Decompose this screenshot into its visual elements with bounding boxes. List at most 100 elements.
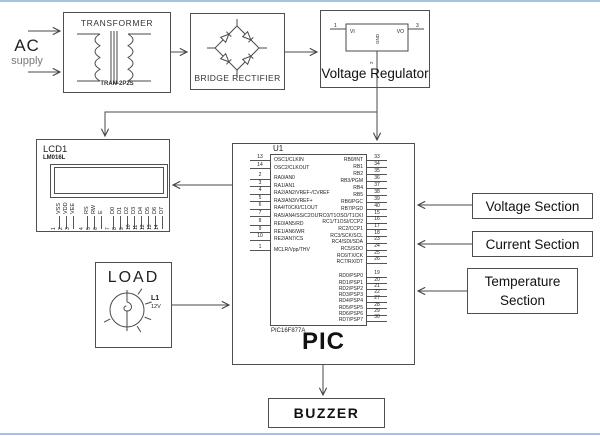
lcd-pin-label: D6 [152, 206, 158, 214]
pic-pin-number: 3 [258, 179, 262, 186]
pic-pin-label: RB4 [353, 184, 363, 191]
chip-part-number: PIC16F877A [271, 328, 306, 334]
pic-pin-number: 35 [374, 167, 380, 174]
pic-pin-number: 36 [374, 174, 380, 181]
lcd-pin-number: 8 [112, 227, 118, 230]
lcd-pin-label: E [98, 210, 104, 214]
pic-pin-stub [367, 229, 387, 231]
pic-pin-stub [367, 320, 387, 322]
pic-pin-label: RB7/PGD [341, 205, 363, 212]
lcd-pin-number: 14 [154, 224, 160, 230]
load-title: LOAD [107, 269, 160, 286]
pic-pin-label: RD0/PSP0 [338, 273, 363, 280]
lcd-pin-label: RW [91, 204, 97, 214]
wire-regulator-to-lcd [105, 88, 378, 136]
pic-pin-label: RD5/PSP5 [338, 304, 363, 311]
pic-pin-number: 10 [257, 233, 263, 239]
pic-pin-stub [250, 208, 270, 210]
buzzer-block: BUZZER [268, 398, 385, 428]
pic-pin-stub [367, 216, 387, 217]
pic-pin-label: RA5/AN4/SS/C2OUT [274, 212, 322, 219]
pic-pin-number: 8 [258, 218, 262, 224]
lcd-pin-label: D4 [138, 206, 144, 214]
bridge-rectifier-block: BRIDGE RECTIFIER [190, 13, 285, 90]
voltage-regulator-label: Voltage Regulator [321, 66, 429, 81]
bottom-border-line [0, 433, 600, 435]
pic-pin-number: 23 [374, 236, 380, 243]
pic-pin-label: OSC1/CLKIN [274, 156, 304, 163]
pic-pin-label: RA2/AN2/VREF-/CVREF [274, 190, 330, 196]
lcd-pin-stub [155, 216, 156, 229]
pic-pin-label: RC2/CCP1 [338, 225, 363, 232]
pic-pin-label: RC4/SDI/SDA [331, 239, 363, 246]
pic-pin-label: MCLR/Vpp/THV [274, 246, 310, 253]
pic-pin-label: RB0/INT [343, 156, 363, 163]
pic-pin-stub [367, 314, 387, 316]
lcd-pin-number: 7 [105, 227, 111, 230]
pic-pin-number: 39 [374, 195, 380, 202]
lcd-pin-stub [66, 216, 67, 229]
lcd-pin-stub [59, 216, 60, 229]
lcd-pin-stub [94, 216, 95, 229]
pic-pin-stub [367, 195, 387, 196]
load-block: LOAD L1 12V [95, 262, 172, 348]
pic-pin-number: 40 [374, 202, 380, 209]
current-section-block: Current Section [472, 231, 593, 257]
lcd-display-screen [54, 167, 164, 194]
lamp-reference: L1 [151, 295, 160, 302]
pic-pin-label: RC5/SDO [340, 246, 363, 252]
pic-pin-label: RC0/T1OSO/T1CKI [319, 212, 363, 219]
lcd-pin-number: 6 [93, 227, 99, 230]
pic-pin-number: 21 [374, 282, 380, 289]
pic-pin-label: RC3/SCK/SCL [330, 232, 363, 239]
pic-pin-number: 7 [258, 209, 262, 216]
pic-pin-label: RD4/PSP4 [338, 298, 363, 305]
ac-supply-title: AC [14, 36, 40, 55]
pic-pin-number: 37 [374, 181, 380, 188]
lcd-pin-number: 9 [119, 227, 125, 230]
pic-pin-stub [250, 224, 270, 226]
pic-pin-stub [367, 160, 387, 161]
voltage-section-block: Voltage Section [472, 193, 593, 219]
pic-pin-stub [367, 209, 387, 210]
pic-pin-number: 1 [258, 243, 262, 250]
pic-pin-stub [367, 276, 387, 278]
pic-pin-number: 9 [258, 225, 262, 232]
pic-pin-stub [367, 188, 387, 189]
pic-pin-stub [250, 168, 270, 169]
top-border-line [0, 0, 600, 2]
pic-pin-stub [250, 232, 270, 233]
lcd-pin-number: 10 [126, 224, 132, 230]
pic-pin-number: 14 [257, 161, 263, 168]
pic-pin-number: 26 [374, 256, 380, 263]
pic-pin-label: RD7/PSP7 [338, 317, 363, 324]
pic-pin-label: RB6/PGC [341, 198, 363, 205]
pic-pin-stub [367, 262, 387, 264]
pic-pin-number: 5 [258, 194, 262, 201]
lcd-reference: LCD1 [43, 144, 68, 155]
lamp-voltage: 12V [151, 304, 161, 310]
lcd-pin-number: 3 [65, 227, 71, 230]
pic-pin-label: RA0/AN0 [274, 175, 295, 181]
pic-pin-label: RB2 [353, 170, 363, 177]
lcd-pin-label: VSS [56, 202, 62, 214]
pic-pin-number: 33 [374, 153, 380, 160]
transformer-part-number: TRAN-2P2S [100, 81, 134, 87]
pic-pin-number: 13 [257, 153, 263, 160]
lcd-pin-stub [101, 216, 102, 229]
voltage-section-label: Voltage Section [485, 198, 580, 214]
pic-pin-stub [367, 202, 387, 203]
pic-pin-number: 25 [374, 249, 380, 256]
lcd-pin-label: D5 [145, 206, 151, 214]
pic-pin-label: RC1/T1OSI/CCP2 [322, 219, 363, 226]
lcd-pin-label: D1 [117, 206, 123, 214]
pic-pin-label: OSC2/CLKOUT [274, 164, 310, 171]
pic-pin-stub [367, 256, 387, 258]
pic-pin-stub [367, 236, 387, 238]
pic-pin-number: 34 [374, 160, 380, 167]
buzzer-label: BUZZER [293, 405, 360, 421]
pic-pin-number: 20 [374, 276, 380, 283]
pic-pin-number: 38 [374, 188, 380, 195]
